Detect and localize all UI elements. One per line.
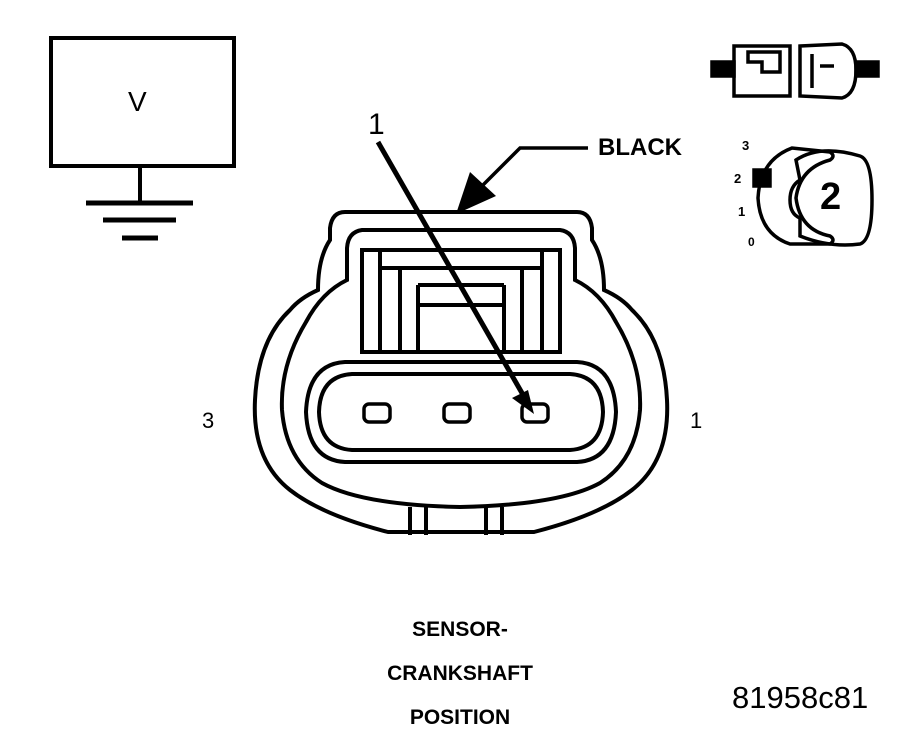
latch-tab-inner (398, 268, 524, 352)
leader-arrowhead (512, 390, 534, 414)
plug-right-wire (854, 60, 880, 78)
dial-indicator (752, 168, 772, 188)
connector-body (252, 210, 670, 535)
latch-frame (360, 248, 562, 354)
component-title: SENSOR- CRANKSHAFT POSITION (340, 608, 580, 740)
title-line-3: POSITION (409, 706, 511, 729)
voltmeter-box (49, 36, 236, 168)
dial-position-3: 3 (742, 138, 750, 153)
color-leader-line (480, 146, 588, 188)
plug-left-wire (710, 60, 736, 78)
dial-position-0: 0 (748, 235, 755, 249)
connector-outer-shell (252, 210, 670, 534)
plug-right-body (798, 42, 858, 100)
color-leader-arrowhead (456, 172, 496, 214)
latch-tab-outer (378, 250, 544, 352)
key-number: 2 (820, 176, 842, 218)
terminal-cavity-inner (316, 372, 606, 452)
dial-position-1: 1 (738, 204, 746, 219)
dial-key (788, 149, 874, 247)
pin-number-right: 1 (690, 408, 703, 433)
terminal-cavity-outer (303, 360, 619, 464)
connector-view-icon (710, 42, 880, 100)
dial-position-2: 2 (734, 171, 742, 186)
dial-body (756, 146, 835, 246)
title-line-1: SENSOR- (412, 618, 508, 641)
connector-bottom-key (408, 507, 504, 535)
leader-line (375, 140, 529, 402)
plug-left-body (732, 44, 792, 98)
connector-inner-shell (279, 228, 643, 510)
terminal-pin-3 (362, 402, 392, 424)
callout-leader (375, 140, 534, 414)
voltmeter-symbol-label: V (128, 86, 147, 117)
terminal-pin-2 (442, 402, 472, 424)
figure-id: 81958c81 (732, 680, 869, 715)
pin-number-left: 3 (202, 408, 215, 433)
callout-number: 1 (368, 108, 385, 141)
terminal-pin-1 (520, 402, 550, 424)
color-leader (456, 146, 588, 214)
wire-color-label: BLACK (598, 134, 682, 161)
title-line-2: CRANKSHAFT (387, 662, 533, 685)
position-dial-icon (752, 146, 874, 247)
voltmeter-symbol (49, 36, 236, 241)
